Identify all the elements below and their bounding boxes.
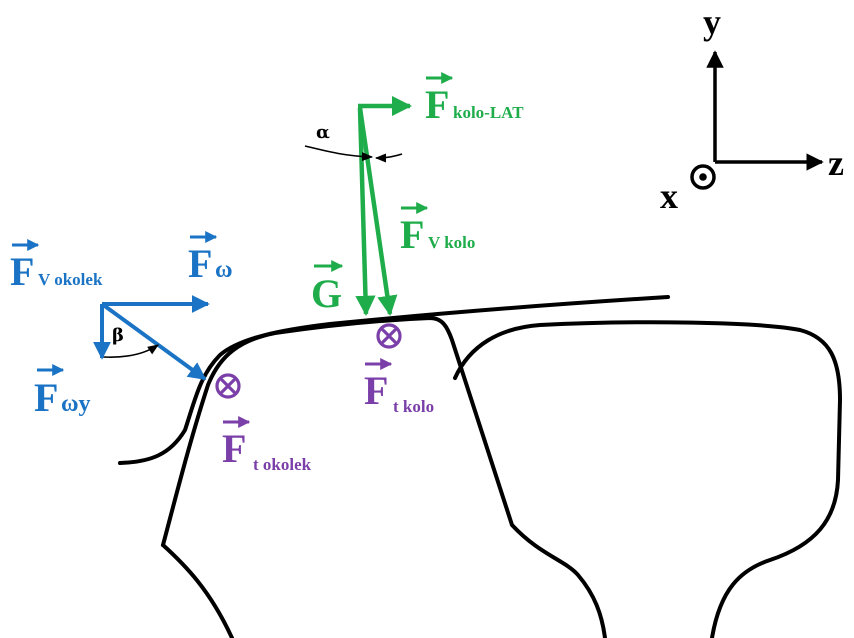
label-g: G [311, 260, 344, 316]
wheel-force-arrows [355, 95, 413, 317]
label-f-v-okolek: F V okolek [10, 239, 103, 294]
alpha-arc-right [374, 153, 403, 163]
rail-profile [161, 316, 842, 638]
f-v-okolek-arrow [100, 302, 207, 381]
f-omega-main: F [188, 241, 212, 286]
g-main: G [311, 271, 342, 316]
f-v-okolek-main: F [10, 249, 34, 294]
alpha-arc [304, 145, 374, 162]
label-f-t-kolo: F t kolo [364, 358, 434, 416]
f-v-kolo-main: F [400, 212, 424, 257]
beta-arc [103, 344, 159, 358]
f-v-okolek-sub: V okolek [38, 270, 103, 289]
rail-left-flank [161, 543, 234, 638]
label-f-v-kolo: F V kolo [400, 202, 475, 257]
out-of-page-symbol [690, 164, 716, 190]
f-kolo-lat-main: F [425, 82, 449, 127]
f-omega-y-sub: ωy [61, 391, 91, 417]
flange-force-arrows [93, 295, 210, 381]
f-t-kolo-main: F [364, 368, 388, 413]
beta-angle: β [103, 325, 159, 358]
alpha-angle: α [304, 122, 403, 163]
x-axis-label: x [660, 176, 678, 216]
f-t-okolek-sub: t okolek [253, 455, 312, 474]
alpha-label: α [316, 122, 330, 143]
label-f-omega: F ω [188, 231, 233, 286]
into-page-symbol-kolo [376, 323, 402, 349]
y-axis-label: y [703, 2, 721, 42]
label-f-kolo-lat: F kolo-LAT [425, 72, 524, 127]
f-v-kolo-arrow [357, 107, 398, 317]
label-f-t-okolek: F t okolek [222, 416, 312, 474]
f-t-kolo-sub: t kolo [393, 397, 434, 416]
f-omega-y-main: F [34, 375, 58, 420]
into-page-symbol-okolek [215, 373, 241, 399]
beta-label: β [112, 325, 124, 346]
rail-head-outline [161, 316, 607, 638]
label-f-omega-y: F ωy [34, 364, 91, 420]
f-v-kolo-sub: V kolo [428, 233, 475, 252]
rail-right-groove [453, 320, 842, 638]
f-omega-sub: ω [215, 257, 233, 283]
z-axis-label: z [828, 143, 844, 183]
g-arrow [355, 107, 376, 317]
coordinate-system: y z x [660, 2, 844, 216]
f-kolo-lat-sub: kolo-LAT [453, 103, 524, 122]
f-t-okolek-main: F [222, 426, 246, 471]
